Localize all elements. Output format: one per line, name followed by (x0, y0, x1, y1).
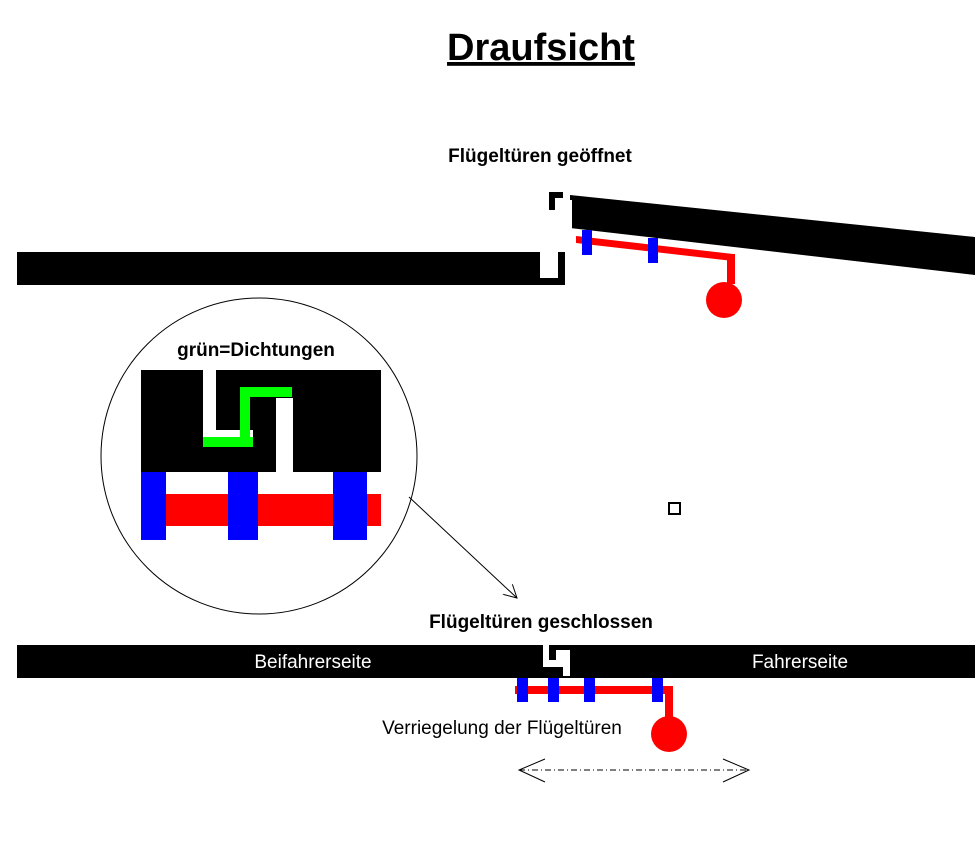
detail-seals (203, 387, 292, 447)
label-driver-side: Fahrerseite (752, 652, 848, 673)
label-doors-closed: Flügeltüren geschlossen (429, 612, 653, 633)
legend-seals: grün=Dichtungen (177, 340, 335, 361)
detail-locking-rod (141, 472, 381, 540)
open-left-door (17, 252, 565, 285)
open-guide-2 (648, 238, 658, 263)
closed-locking-mechanism (515, 678, 687, 752)
open-guide-1 (582, 230, 592, 255)
detail-guide-1 (141, 472, 166, 540)
closed-handle-knob (651, 716, 687, 752)
detail-door-section (141, 370, 381, 472)
diagram-title: Draufsicht (447, 27, 635, 69)
open-right-door (563, 195, 975, 275)
detail-magnifier-circle (100, 297, 418, 615)
open-locking-mechanism (576, 230, 742, 318)
closed-guide-2 (548, 678, 559, 702)
label-doors-open: Flügeltüren geöffnet (448, 146, 632, 167)
label-locking: Verriegelung der Flügeltüren (382, 718, 622, 739)
detail-pointer-arrow (408, 496, 517, 598)
closed-guide-1 (517, 678, 528, 702)
sliding-direction-arrow (517, 758, 751, 783)
stray-mark (668, 502, 681, 515)
detail-guide-3 (333, 472, 367, 540)
open-handle-knob (706, 282, 742, 318)
closed-guide-4 (652, 678, 663, 702)
detail-guide-2 (228, 472, 258, 540)
closed-guide-3 (584, 678, 595, 702)
open-door-hook (549, 192, 563, 210)
label-passenger-side: Beifahrerseite (254, 652, 371, 673)
closed-doors (17, 645, 975, 678)
